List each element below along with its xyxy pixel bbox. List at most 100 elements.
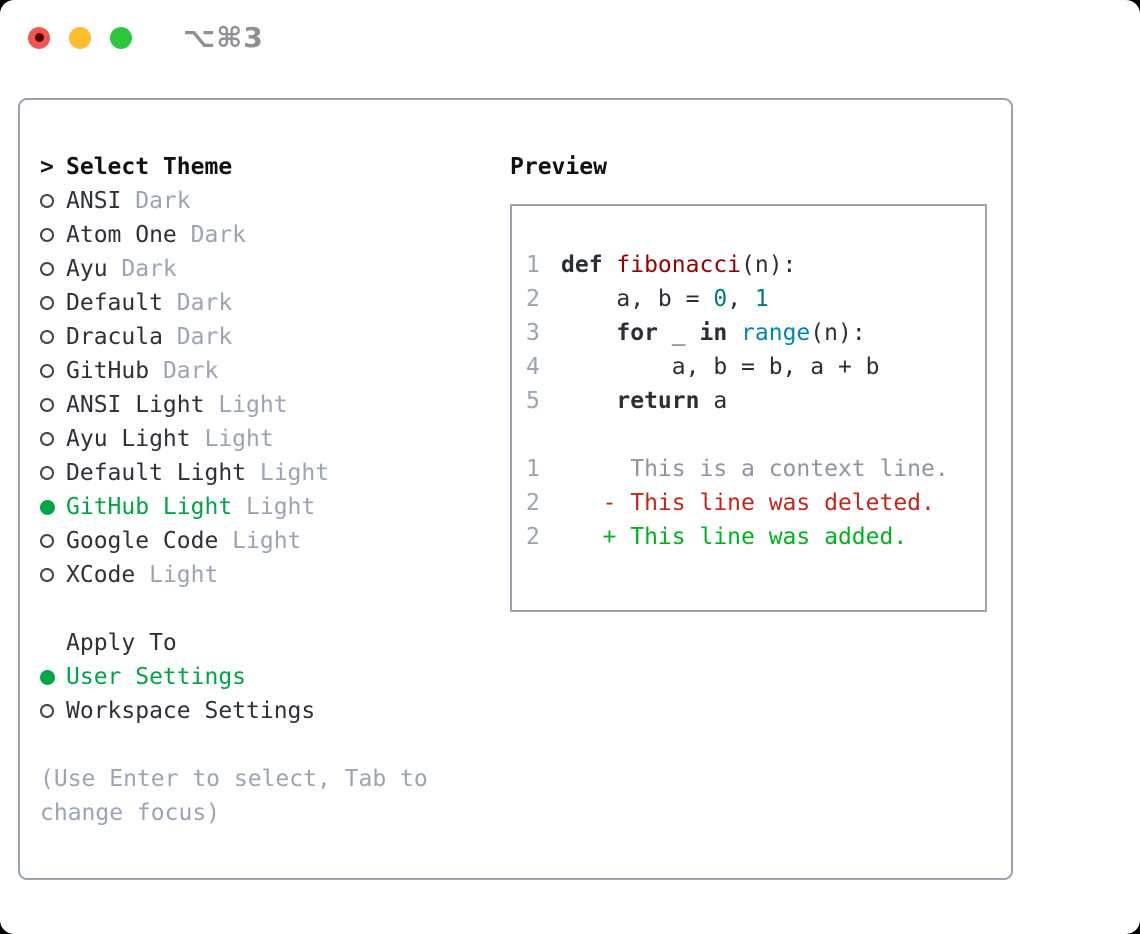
code-token-plain: a <box>699 388 728 414</box>
line-number: 1 <box>526 456 540 482</box>
minimize-button-icon[interactable] <box>69 26 91 49</box>
preview-box: 1 def fibonacci (n): 2 a, b = 0, 1 3 for _ i… <box>510 204 987 612</box>
radio-icon <box>40 534 66 548</box>
apply-option-workspace-settings[interactable]: Workspace Settings <box>40 694 490 728</box>
theme-variant: Light <box>259 460 330 486</box>
apply-to-header: Apply To <box>66 630 177 656</box>
code-token-plain: a, b = <box>561 286 714 312</box>
radio-icon <box>40 432 66 446</box>
radio-icon <box>40 568 66 582</box>
radio-icon <box>40 704 66 718</box>
code-token-del: - This line was deleted. <box>561 490 935 516</box>
theme-variant: Light <box>218 392 288 418</box>
code-token-kw: in <box>699 320 728 346</box>
code-token-plain <box>561 316 616 350</box>
radio-icon <box>40 296 66 310</box>
line-number: 2 <box>526 286 540 312</box>
theme-name: Default <box>66 290 163 316</box>
theme-variant: Light <box>204 426 274 452</box>
selected-radio-icon <box>40 669 66 685</box>
select-theme-header-row: > Select Theme <box>40 150 490 184</box>
theme-name: Ayu <box>66 256 108 282</box>
theme-variant: Dark <box>135 188 191 214</box>
diff-line: 1 This is a context line. <box>526 452 975 486</box>
radio-icon <box>40 364 66 378</box>
line-number: 2 <box>526 524 540 550</box>
code-token-kw: return <box>616 388 700 414</box>
theme-option-ayu-light[interactable]: Ayu Light Light <box>40 422 490 456</box>
radio-icon <box>40 194 66 208</box>
theme-name: GitHub <box>66 358 150 384</box>
theme-name: GitHub Light <box>66 494 233 520</box>
line-number: 1 <box>526 252 540 278</box>
help-text: (Use Enter to select, Tab to change focu… <box>40 766 428 826</box>
code-line: 2 a, b = 0, 1 <box>526 282 975 316</box>
code-preview: 1 def fibonacci (n): 2 a, b = 0, 1 3 for _ i… <box>526 248 975 418</box>
theme-option-ansi[interactable]: ANSI Dark <box>40 184 490 218</box>
select-theme-header: Select Theme <box>66 154 233 180</box>
diff-line: 2 - This line was deleted. <box>526 486 975 520</box>
code-token-num: 0 <box>713 286 728 312</box>
code-token-kw: def <box>561 252 617 278</box>
theme-variant: Light <box>232 528 302 554</box>
theme-variant: Dark <box>162 358 219 384</box>
code-token-plain <box>727 316 741 350</box>
apply-option-label: Workspace Settings <box>66 698 316 724</box>
title-bar: ⌥⌘3 <box>0 0 1140 75</box>
code-token-add: + This line was added. <box>561 524 908 550</box>
theme-option-ayu[interactable]: Ayu Dark <box>40 252 490 286</box>
code-token-plain: _ <box>657 320 700 346</box>
code-token-plain: a, b = b, a + b <box>561 354 880 380</box>
code-token-ctx: This is a context line. <box>561 456 949 482</box>
code-token-num: 1 <box>754 286 769 312</box>
line-number: 3 <box>526 320 540 346</box>
theme-option-github-light[interactable]: GitHub Light Light <box>40 490 490 524</box>
theme-variant: Dark <box>121 256 177 282</box>
theme-option-default-light[interactable]: Default Light Light <box>40 456 490 490</box>
diff-preview: 1 This is a context line.2 - This line w… <box>526 452 975 554</box>
code-token-builtin: range <box>741 320 811 346</box>
preview-header: Preview <box>510 154 607 180</box>
theme-option-google-code[interactable]: Google Code Light <box>40 524 490 558</box>
zoom-button-icon[interactable] <box>110 26 132 49</box>
apply-option-user-settings[interactable]: User Settings <box>40 660 490 694</box>
theme-name: ANSI <box>66 188 122 214</box>
theme-name: Atom One <box>66 222 177 248</box>
prompt-icon: > <box>40 154 54 180</box>
theme-name: Ayu Light <box>66 426 191 452</box>
line-number: 2 <box>526 490 540 516</box>
code-token-title: fibonacci <box>616 252 742 278</box>
theme-variant: Light <box>246 494 316 520</box>
blank-line <box>526 418 975 452</box>
theme-name: ANSI Light <box>66 392 205 418</box>
code-token-plain: (n): <box>810 320 866 346</box>
theme-option-github[interactable]: GitHub Dark <box>40 354 490 388</box>
apply-to-header-row: Apply To <box>40 626 490 660</box>
theme-name: Google Code <box>66 528 219 554</box>
diff-line: 2 + This line was added. <box>526 520 975 554</box>
theme-option-ansi-light[interactable]: ANSI Light Light <box>40 388 490 422</box>
selected-radio-icon <box>40 499 66 515</box>
close-button-icon[interactable] <box>28 26 50 49</box>
apply-option-label: User Settings <box>66 664 247 690</box>
radio-icon <box>40 330 66 344</box>
code-token-plain: , <box>727 286 755 312</box>
window-title: ⌥⌘3 <box>183 21 264 54</box>
code-line: 4 a, b = b, a + b <box>526 350 975 384</box>
theme-name: Default Light <box>66 460 247 486</box>
theme-name: Dracula <box>66 324 163 350</box>
radio-icon <box>40 262 66 276</box>
code-line: 5 return a <box>526 384 975 418</box>
code-token-kw: for <box>616 320 658 346</box>
line-number: 5 <box>526 388 540 414</box>
